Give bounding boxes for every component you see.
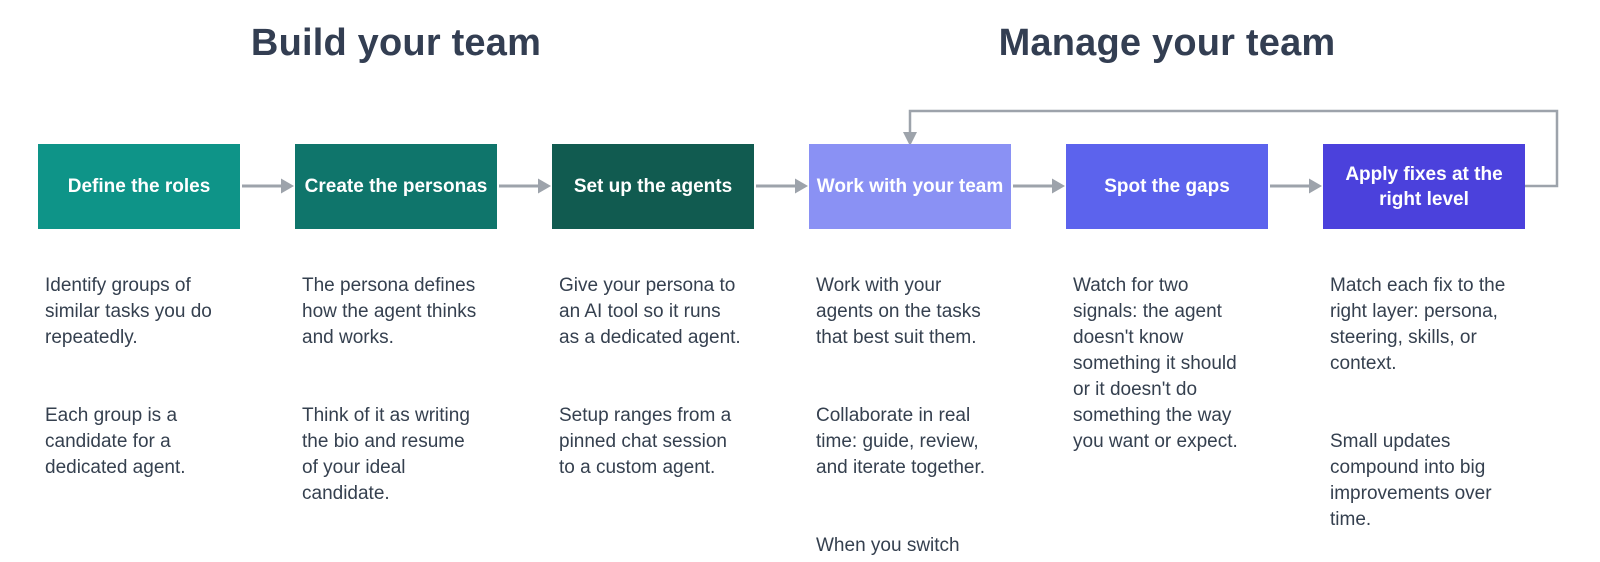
node-description-create-the-personas: The persona defines how the agent thinks…: [302, 247, 534, 559]
section-title-build: Build your team: [250, 22, 542, 64]
section-title-manage: Manage your team: [998, 22, 1336, 64]
node-description-spot-the-gaps: Watch for two signals: the agent doesn't…: [1073, 247, 1305, 507]
description-paragraph: The persona defines how the agent thinks…: [302, 275, 477, 348]
description-paragraph: Work with your agents on the tasks that …: [816, 275, 981, 348]
node-description-set-up-the-agents: Give your persona to an AI tool so it ru…: [559, 247, 791, 533]
node-description-define-the-roles: Identify groups of similar tasks you do …: [45, 247, 277, 533]
flow-node-work-with-your-team: Work with your team: [809, 144, 1011, 229]
description-paragraph: Setup ranges from a pinned chat session …: [559, 405, 732, 478]
arrow-5-to-6: [1270, 178, 1322, 194]
flow-node-spot-the-gaps: Spot the gaps: [1066, 144, 1268, 229]
node-description-apply-fixes: Match each fix to the right layer: perso…: [1330, 247, 1562, 562]
description-paragraph: Identify groups of similar tasks you do …: [45, 275, 212, 348]
description-paragraph: Each group is a candidate for a dedicate…: [45, 405, 186, 478]
flow-node-set-up-the-agents: Set up the agents: [552, 144, 754, 229]
description-paragraph: Collaborate in real time: guide, review,…: [816, 405, 986, 478]
flow-node-create-the-personas: Create the personas: [295, 144, 497, 229]
description-paragraph: Match each fix to the right layer: perso…: [1330, 275, 1506, 374]
flow-node-apply-fixes: Apply fixes at the right level: [1323, 144, 1525, 229]
arrow-2-to-3: [499, 178, 551, 194]
description-paragraph: Give your persona to an AI tool so it ru…: [559, 275, 741, 348]
arrow-1-to-2: [242, 178, 294, 194]
description-paragraph: When you switch tasks, switch to the app…: [816, 535, 977, 562]
flow-node-define-the-roles: Define the roles: [38, 144, 240, 229]
description-paragraph: Small updates compound into big improvem…: [1330, 431, 1492, 530]
arrow-4-to-5: [1013, 178, 1065, 194]
description-paragraph: Watch for two signals: the agent doesn't…: [1073, 275, 1238, 452]
description-paragraph: Think of it as writing the bio and resum…: [302, 405, 470, 504]
arrow-3-to-4: [756, 178, 808, 194]
node-description-work-with-your-team: Work with your agents on the tasks that …: [816, 247, 1048, 562]
